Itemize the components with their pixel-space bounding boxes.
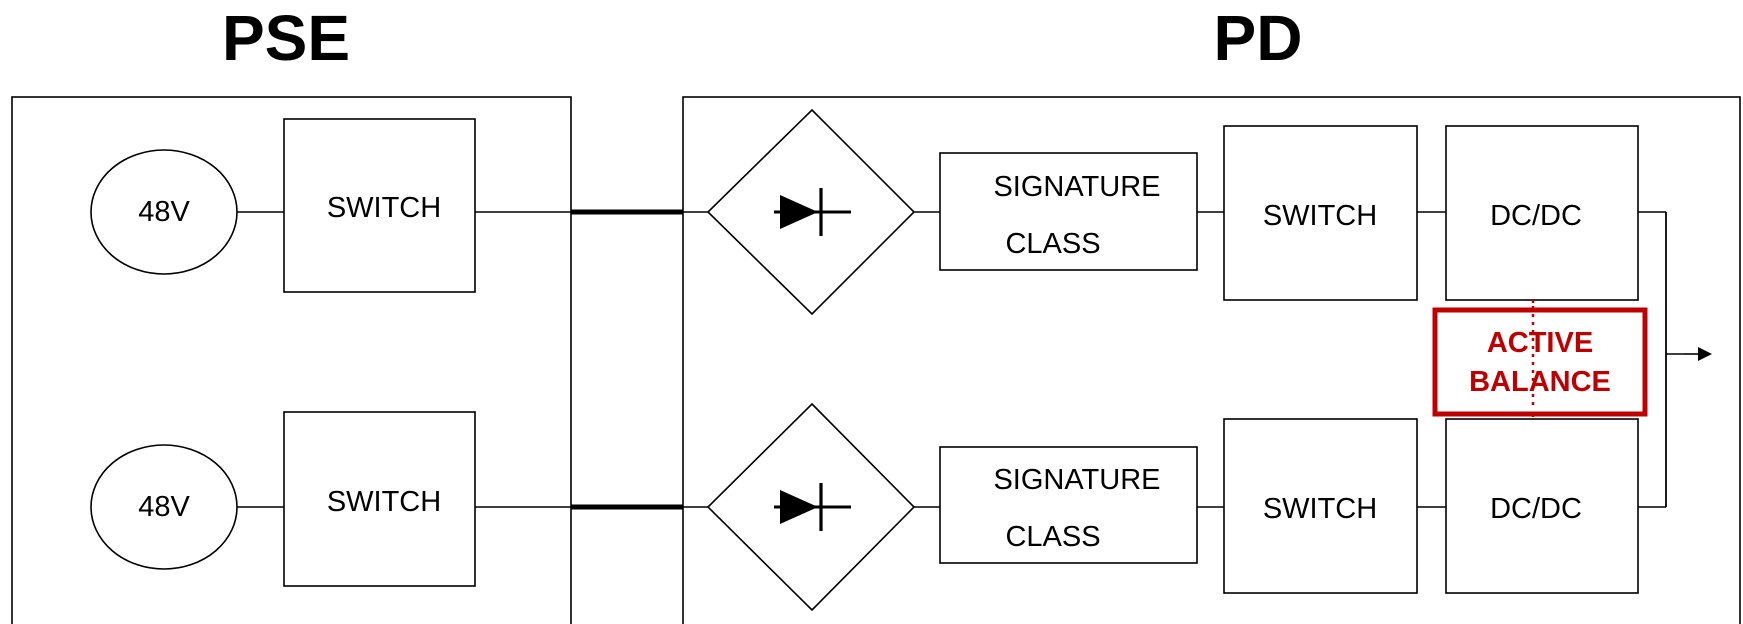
dcdc-label-1: DC/DC (1490, 200, 1582, 232)
active-balance-line2: BALANCE (1469, 366, 1611, 398)
pd-switch-label-1: SWITCH (1263, 200, 1377, 232)
class-label-2: CLASS (1005, 521, 1100, 553)
diode-bridge-icon (774, 483, 851, 531)
pd-switch-2 (1223, 418, 1418, 594)
pse-channel-1: 48V SWITCH (90, 118, 571, 293)
active-balance-line1: ACTIVE (1487, 327, 1593, 359)
active-balance-block (1432, 307, 1648, 417)
class-label-1: CLASS (1005, 228, 1100, 260)
pse-switch-label-1: SWITCH (327, 192, 441, 224)
pd-channel-2: SIGNATURE CLASS SWITCH DC/DC (683, 402, 1666, 612)
pse-switch-2 (283, 411, 476, 587)
pse-enclosure (11, 96, 572, 624)
diode-bridge-icon (774, 188, 851, 236)
dcdc-block-2 (1445, 418, 1639, 594)
pd-switch-1 (1223, 125, 1418, 301)
pd-enclosure (682, 96, 1741, 624)
pd-channel-1: SIGNATURE CLASS SWITCH DC/DC (683, 108, 1666, 316)
signature-class-block-2 (939, 446, 1198, 564)
dcdc-label-2: DC/DC (1490, 493, 1582, 525)
pse-switch-label-2: SWITCH (327, 486, 441, 518)
pse-title: PSE (222, 2, 350, 74)
pse-channel-2: 48V SWITCH (90, 411, 571, 587)
pse-switch-1 (283, 118, 476, 293)
signature-label-1: SIGNATURE (993, 171, 1160, 203)
voltage-source-label-1: 48V (138, 196, 190, 228)
arrow-right-icon (1684, 347, 1712, 361)
signature-label-2: SIGNATURE (993, 464, 1160, 496)
pd-switch-label-2: SWITCH (1263, 493, 1377, 525)
pd-title: PD (1214, 2, 1303, 74)
voltage-source-label-2: 48V (138, 491, 190, 523)
dcdc-block-1 (1445, 125, 1639, 301)
